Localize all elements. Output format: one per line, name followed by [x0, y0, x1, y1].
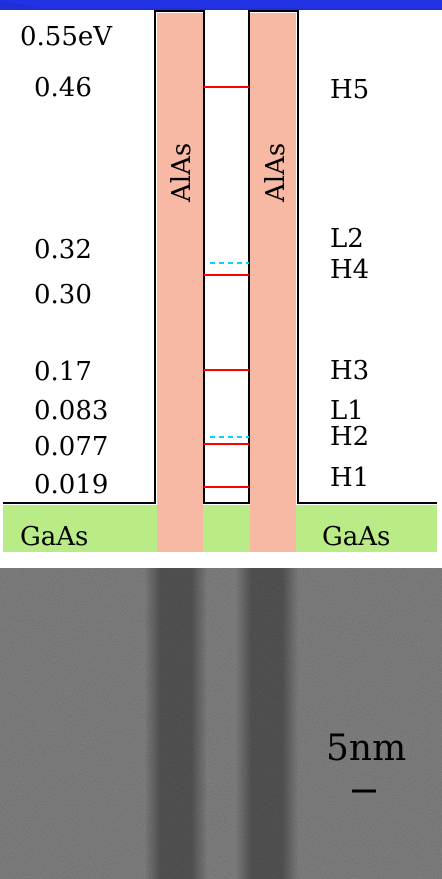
scale-label: 5nm [326, 728, 406, 769]
level-lines [204, 86, 249, 488]
level-name: H4 [330, 255, 369, 285]
energy-label: 0.083 [34, 396, 108, 426]
level-name: H5 [330, 75, 369, 105]
energy-label: 0.32 [34, 235, 92, 265]
level-names: H5 L2 H4 H3 L1 H2 H1 [330, 75, 369, 493]
level-name: L1 [330, 396, 364, 426]
level-name: H2 [330, 422, 369, 452]
substrate-right-label: GaAs [322, 522, 390, 552]
tem-background [0, 568, 442, 879]
energy-label: 0.46 [34, 73, 92, 103]
tem-dark-band-left [145, 568, 207, 879]
barrier-left [157, 13, 203, 552]
energy-label: 0.30 [34, 280, 92, 310]
barrier-right [250, 13, 296, 552]
level-name: H3 [330, 356, 369, 386]
band-edge-outline [3, 10, 437, 504]
barrier-right-label: AlAs [261, 143, 291, 203]
energy-label: 0.019 [34, 470, 108, 500]
header-bar-edge [0, 0, 442, 8]
substrate-left-label: GaAs [20, 522, 88, 552]
tem-dark-band-right [236, 568, 298, 879]
level-name: L2 [330, 224, 364, 254]
tem-micrograph: 5nm [0, 568, 442, 879]
energy-labels: 0.55eV 0.46 0.32 0.30 0.17 0.083 0.077 0… [20, 22, 113, 500]
energy-label: 0.55eV [20, 22, 113, 52]
level-name: H1 [330, 463, 369, 493]
substrate-strip [3, 505, 437, 552]
energy-label: 0.077 [34, 432, 108, 462]
energy-label: 0.17 [34, 357, 92, 387]
barrier-left-label: AlAs [167, 143, 197, 203]
